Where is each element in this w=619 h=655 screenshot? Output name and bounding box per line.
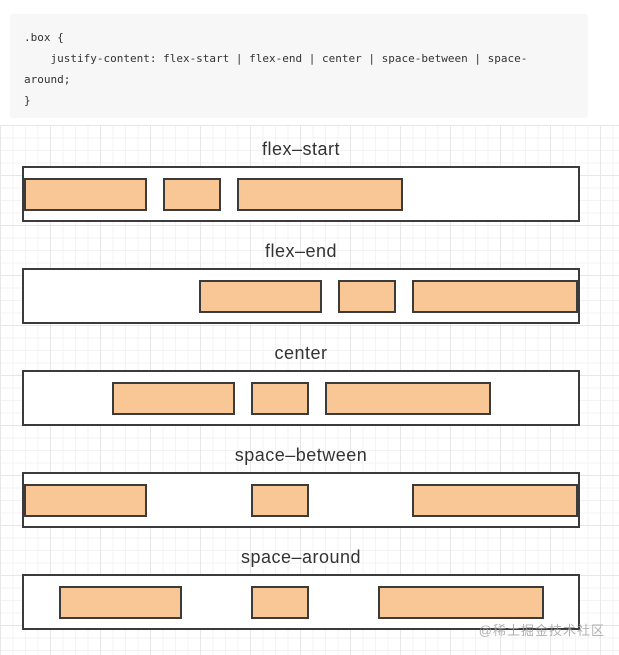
demo-title: center	[274, 343, 328, 363]
flex-item	[58, 585, 182, 619]
justify-demo-flex-end: flex–end	[22, 222, 580, 324]
flex-container	[22, 370, 580, 426]
demo-title: space–between	[234, 445, 368, 465]
justify-demo-space-between: space–between	[22, 426, 580, 528]
flex-container	[22, 166, 580, 222]
flex-item	[250, 585, 309, 619]
flex-container	[22, 268, 580, 324]
flex-item	[250, 381, 309, 415]
justify-content-diagram: flex–start flex–end center space–between…	[0, 125, 619, 655]
flex-item	[412, 279, 578, 313]
flex-item	[377, 585, 544, 619]
flex-item	[237, 177, 403, 211]
justify-demo-center: center	[22, 324, 580, 426]
demo-title: flex–start	[261, 139, 341, 159]
demo-title: flex–end	[264, 241, 338, 261]
css-code-snippet: .box { justify-content: flex-start | fle…	[10, 14, 588, 118]
justify-demo-space-around: space–around	[22, 528, 580, 630]
flex-item	[111, 381, 235, 415]
flex-container	[22, 574, 580, 630]
flex-item	[199, 279, 322, 313]
watermark-juejin-community: @稀土掘金技术社区	[478, 623, 605, 638]
code-line: }	[24, 94, 31, 107]
flex-container	[22, 472, 580, 528]
flex-item	[324, 381, 491, 415]
code-line: justify-content: flex-start | flex-end |…	[24, 52, 528, 65]
flex-item	[24, 177, 147, 211]
flex-item	[24, 483, 147, 517]
justify-demo-flex-start: flex–start	[22, 125, 580, 222]
flex-item	[163, 177, 221, 211]
flex-item	[250, 483, 309, 517]
demo-title: space–around	[240, 547, 362, 567]
code-line: .box {	[24, 31, 64, 44]
flex-item	[338, 279, 396, 313]
code-line: around;	[24, 73, 71, 86]
flex-item	[412, 483, 578, 517]
